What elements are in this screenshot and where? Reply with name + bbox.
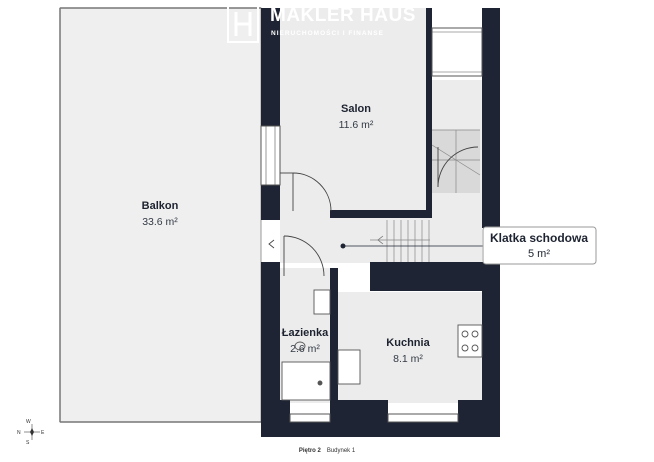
room-name-salon: Salon	[341, 103, 371, 115]
room-area-lazienka: 2.6 m²	[290, 343, 320, 355]
compass-icon: W N S E	[17, 419, 45, 446]
balcony-area	[59, 7, 262, 423]
room-area-klatka: 5 m²	[528, 248, 550, 260]
compass-n: N	[17, 430, 21, 436]
compass-w: W	[26, 419, 31, 425]
staircase	[370, 129, 481, 262]
room-name-kuchnia: Kuchnia	[386, 337, 430, 349]
brand-tagline: NIERUCHOMOŚCI I FINANSE	[271, 28, 384, 37]
footer: Piętro 2 Budynek 1	[0, 448, 654, 454]
room-area-kuchnia: 8.1 m²	[393, 353, 423, 365]
walls	[261, 8, 500, 437]
doors	[268, 146, 479, 277]
klatka-label-box: Klatka schodowa 5 m²	[482, 226, 597, 265]
room-name-balkon: Balkon	[142, 200, 179, 212]
room-area-salon: 11.6 m²	[339, 119, 374, 131]
footer-building: Budynek 1	[326, 448, 356, 454]
footer-floor: Piętro 2	[298, 448, 321, 454]
fixtures	[281, 289, 483, 401]
room-name-klatka: Klatka schodowa	[490, 231, 588, 245]
windows	[260, 27, 483, 423]
brand-name: MAKLER HAUS	[270, 5, 416, 26]
compass-s: S	[26, 440, 30, 446]
room-name-lazienka: Łazienka	[282, 327, 329, 339]
brand-logo: MAKLER HAUS NIERUCHOMOŚCI I FINANSE	[227, 5, 416, 43]
room-area-balkon: 33.6 m²	[142, 216, 178, 228]
salon-floor	[280, 8, 430, 215]
compass-e: E	[41, 430, 45, 436]
